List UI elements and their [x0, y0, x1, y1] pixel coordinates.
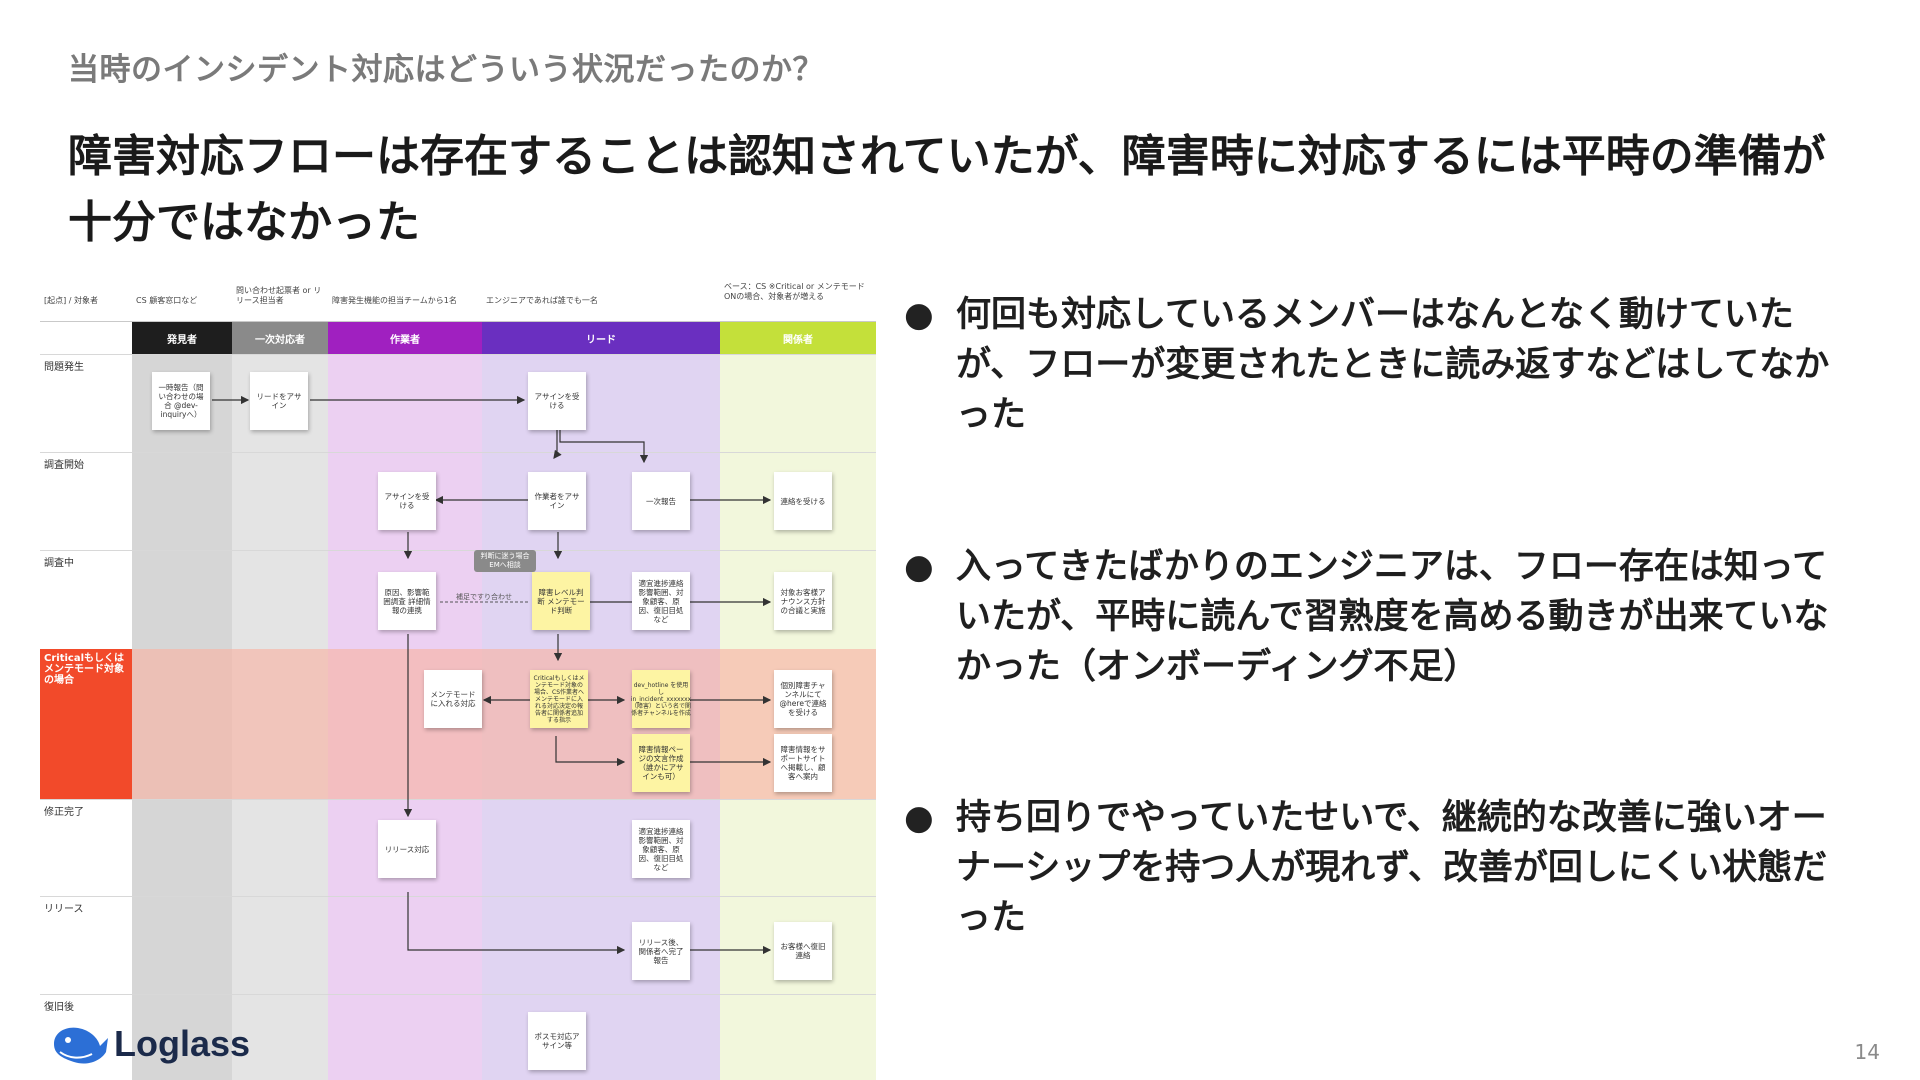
note-incident-channel-contact: 個別障害チャンネルにて @hereで連絡を受ける — [774, 670, 832, 728]
note-support-site-post: 障害情報をサポートサイトへ掲載し、顧客へ案内 — [774, 734, 832, 792]
tag-consult-em: 判断に迷う場合 EMへ相談 — [474, 550, 536, 572]
header-note-worker: 障害発生機能の担当チームから1名 — [332, 296, 457, 305]
note-customer-announcement: 対象お客様アナウンス方針の合議と実施 — [774, 572, 832, 630]
row-divider — [40, 452, 876, 453]
header-note-first-responder: 問い合わせ起票者 or リリース担当者 — [236, 286, 322, 305]
note-critical-instruction: Criticalもしくはメンテモード対象の場合、CS作業者へメンテモードに入れる… — [530, 670, 588, 728]
row-divider — [40, 354, 876, 355]
bullet-text: 入ってきたばかりのエンジニアは、フロー存在は知っていたが、平時に読んで習熟度を高… — [956, 547, 1829, 687]
note-progress-update: 適宜進捗連絡 影響範囲、対象顧客、原因、復旧目処など — [632, 572, 690, 630]
logo-text: Loglass — [114, 1023, 251, 1064]
note-initial-report: 一時報告（問い合わせの場合 @dev-inquiryへ） — [152, 372, 210, 430]
row-label-investigation-start: 調査開始 — [44, 460, 84, 471]
company-logo: Loglass — [50, 1022, 250, 1066]
header-note-stakeholder: ベース：CS ※Critical or メンテモードONの場合、対象者が増える — [724, 282, 865, 301]
row-label-after-recovery: 復旧後 — [44, 1002, 74, 1013]
note-maintenance-mode: メンテモードに入れる対応 — [424, 670, 482, 728]
note-first-report: 一次報告 — [632, 472, 690, 530]
bullet-dot: ● — [904, 295, 934, 335]
note-postmortem-assign: ポスモ対応アサイン等 — [528, 1012, 586, 1070]
header-note-discoverer: CS 顧客窓口など — [136, 296, 198, 305]
slide-subtitle: 当時のインシデント対応はどういう状況だったのか？ — [68, 52, 824, 88]
bullet-text: 持ち回りでやっていたせいで、継続的な改善に強いオーナーシップを持つ人が現れず、改… — [956, 798, 1828, 938]
lane-header-first-responder: 一次対応者 — [232, 322, 328, 354]
bullet-item: ● 入ってきたばかりのエンジニアは、フロー存在は知っていたが、平時に読んで習熟度… — [900, 542, 1880, 692]
note-incident-page-text: 障害情報ページの文言作成（誰かにアサインも可） — [632, 734, 690, 792]
bullet-item: ● 何回も対応しているメンバーはなんとなく動けていたが、フローが変更されたときに… — [900, 290, 1880, 440]
row-label-problem: 問題発生 — [44, 362, 84, 373]
note-lead-accept-assign: アサインを受ける — [528, 372, 586, 430]
note-progress-update-2: 適宜進捗連絡 影響範囲、対象顧客、原因、復旧目処など — [632, 820, 690, 878]
slide-headline: 障害対応フローは存在することは認知されていたが、障害時に対応するには平時の準備が… — [68, 131, 1826, 248]
header-note-lead: エンジニアであれば誰でも一名 — [486, 296, 598, 305]
whale-logo-icon — [54, 1027, 108, 1064]
lane-header-discoverer: 発見者 — [132, 322, 232, 354]
incident-flow-diagram: [起点] / 対象者 CS 顧客窓口など 問い合わせ起票者 or リリース担当者… — [40, 282, 876, 1080]
dotted-line-note: 補足ですり合わせ — [456, 593, 512, 601]
diagram-header-row: [起点] / 対象者 CS 顧客窓口など 問い合わせ起票者 or リリース担当者… — [40, 282, 876, 322]
note-customer-recovery-contact: お客様へ復旧連絡 — [774, 922, 832, 980]
bullet-text: 何回も対応しているメンバーはなんとなく動けていたが、フローが変更されたときに読み… — [956, 295, 1830, 435]
row-divider — [40, 550, 876, 551]
note-assign-lead: リードをアサイン — [250, 372, 308, 430]
note-root-cause-investigation: 原因、影響範囲調査 詳細情報の連携 — [378, 572, 436, 630]
bullet-dot: ● — [904, 798, 934, 838]
row-label-fix-complete: 修正完了 — [44, 807, 84, 818]
row-label-investigating: 調査中 — [44, 558, 74, 569]
row-label-critical: Criticalもしくはメンテモード対象の場合 — [40, 649, 132, 799]
header-note-origin: [起点] / 対象者 — [44, 296, 99, 305]
row-divider — [40, 799, 876, 800]
note-create-incident-channel: dev_hotline を使用し in_incident_xxxxxxx（障害）… — [631, 670, 691, 728]
note-release-complete-report: リリース後、関係者へ完了報告 — [632, 922, 690, 980]
note-severity-judgement: 障害レベル判断 メンテモード判断 — [532, 572, 590, 630]
lane-header-worker: 作業者 — [328, 322, 482, 354]
row-divider — [40, 994, 876, 995]
bullet-dot: ● — [904, 547, 934, 587]
note-assign-worker: 作業者をアサイン — [528, 472, 586, 530]
row-label-release: リリース — [44, 904, 84, 915]
row-divider — [40, 896, 876, 897]
lane-header-lead: リード — [482, 322, 720, 354]
bullet-item: ● 持ち回りでやっていたせいで、継続的な改善に強いオーナーシップを持つ人が現れず… — [900, 793, 1880, 943]
note-release-work: リリース対応 — [378, 820, 436, 878]
note-worker-accept-assign: アサインを受ける — [378, 472, 436, 530]
note-receive-contact: 連絡を受ける — [774, 472, 832, 530]
lane-header-stakeholder: 関係者 — [720, 322, 876, 354]
page-number: 14 — [1854, 1040, 1880, 1064]
